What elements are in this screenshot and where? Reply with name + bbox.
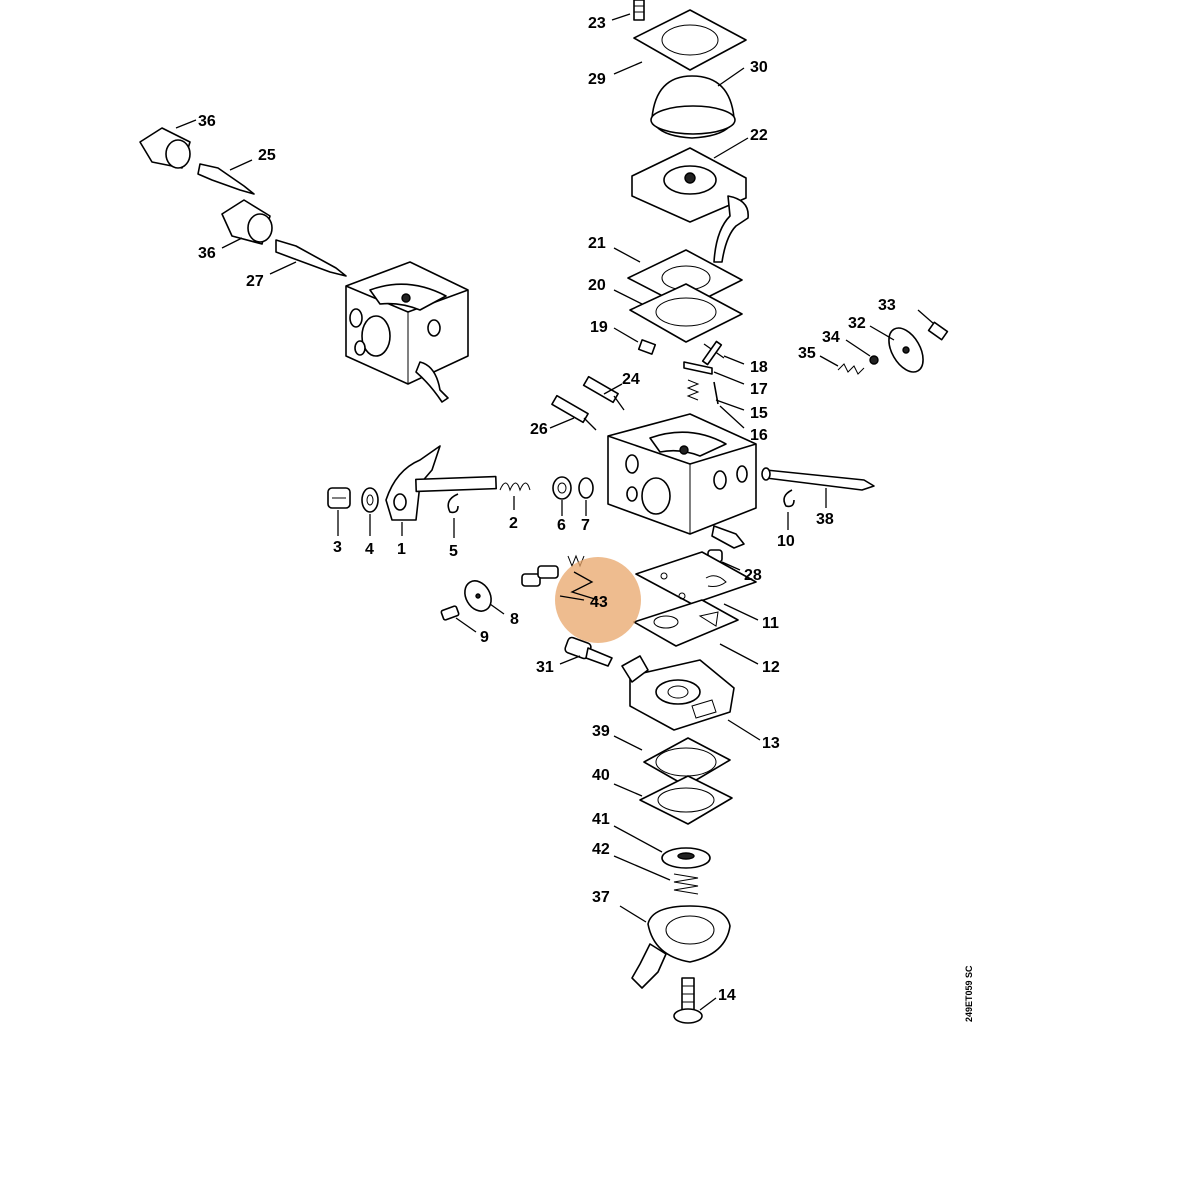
part-29-gasket <box>613 9 747 75</box>
part-19-screw <box>613 327 657 355</box>
label-23: 23 <box>588 15 606 32</box>
part-5-e-clip <box>447 493 459 538</box>
part-22-pump-housing <box>631 137 749 263</box>
part-34-ball <box>845 339 879 365</box>
label-9: 9 <box>480 629 489 646</box>
part-36-cap-lower <box>221 199 273 249</box>
label-37: 37 <box>592 889 610 906</box>
part-31-adjusting-screw <box>559 636 613 667</box>
label-27: 27 <box>246 273 264 290</box>
part-43-spring-kit <box>521 554 585 587</box>
part-16-pin <box>713 381 745 429</box>
label-1: 1 <box>397 541 406 558</box>
part-7-o-ring <box>578 477 594 516</box>
label-43: 43 <box>590 594 608 611</box>
label-8: 8 <box>510 611 519 628</box>
label-22: 22 <box>750 127 768 144</box>
label-26: 26 <box>530 421 548 438</box>
label-18: 18 <box>750 359 768 376</box>
label-5: 5 <box>449 543 458 560</box>
carburetor-assembly-left <box>345 261 469 403</box>
label-4: 4 <box>365 541 374 558</box>
part-2-spring <box>499 482 531 510</box>
label-40: 40 <box>592 767 610 784</box>
label-19: 19 <box>590 319 608 336</box>
label-42: 42 <box>592 841 610 858</box>
label-36-upper: 36 <box>198 113 216 130</box>
part-9-screw <box>440 605 477 633</box>
label-28: 28 <box>744 567 762 584</box>
part-41-disc <box>613 825 711 869</box>
part-23-screw <box>611 0 645 21</box>
part-32-throttle-plate <box>869 325 924 373</box>
part-40-diaphragm <box>613 775 733 825</box>
carburetor-body-center <box>607 413 757 549</box>
label-6: 6 <box>557 517 566 534</box>
label-7: 7 <box>581 517 590 534</box>
part-39-gasket <box>613 735 731 787</box>
label-13: 13 <box>762 735 780 752</box>
part-38-throttle-shaft <box>761 467 875 508</box>
label-34: 34 <box>822 329 840 346</box>
part-11-gasket <box>635 551 759 621</box>
part-33-screw <box>917 309 949 341</box>
part-8-plate <box>464 580 505 615</box>
label-12: 12 <box>762 659 780 676</box>
part-10-e-clip <box>783 489 795 530</box>
drawing-code: 249ET059 SC <box>964 965 974 1022</box>
part-35-spring <box>819 355 865 375</box>
label-17: 17 <box>750 381 768 398</box>
label-39: 39 <box>592 723 610 740</box>
label-15: 15 <box>750 405 768 422</box>
label-25: 25 <box>258 147 276 164</box>
label-33: 33 <box>878 297 896 314</box>
label-14: 14 <box>718 987 736 1004</box>
label-41: 41 <box>592 811 610 828</box>
label-24: 24 <box>622 371 640 388</box>
label-29: 29 <box>588 71 606 88</box>
part-20-diaphragm <box>613 283 743 343</box>
part-25-needle <box>197 159 255 195</box>
highlight-marker <box>555 557 641 643</box>
label-36-lower: 36 <box>198 245 216 262</box>
label-38: 38 <box>816 511 834 528</box>
label-35: 35 <box>798 345 816 362</box>
part-13-metering-body <box>621 655 761 741</box>
label-11: 11 <box>762 615 779 632</box>
part-36-cap-upper <box>139 119 197 169</box>
part-4-washer <box>361 487 379 536</box>
label-21: 21 <box>588 235 606 252</box>
part-12-gasket <box>633 599 759 665</box>
label-3: 3 <box>333 539 342 556</box>
part-26-adjusting-screw <box>549 394 597 431</box>
label-10: 10 <box>777 533 795 550</box>
part-3-screw <box>327 487 351 536</box>
part-30-primer-bulb <box>650 67 745 139</box>
part-24-adjusting-screw <box>582 375 625 411</box>
part-37-metering-cover <box>619 905 731 989</box>
part-1-throttle-lever <box>385 445 497 536</box>
part-6-washer <box>552 476 572 516</box>
label-20: 20 <box>588 277 606 294</box>
label-30: 30 <box>750 59 768 76</box>
part-18-inlet-needle <box>701 340 745 366</box>
part-15-spring <box>686 379 745 411</box>
label-16: 16 <box>750 427 768 444</box>
part-14-screw <box>673 977 717 1024</box>
part-42-spring <box>613 855 699 895</box>
part-27-needle <box>269 239 347 277</box>
label-31: 31 <box>536 659 554 676</box>
part-17-lever <box>683 361 745 385</box>
label-32: 32 <box>848 315 866 332</box>
label-2: 2 <box>509 515 518 532</box>
